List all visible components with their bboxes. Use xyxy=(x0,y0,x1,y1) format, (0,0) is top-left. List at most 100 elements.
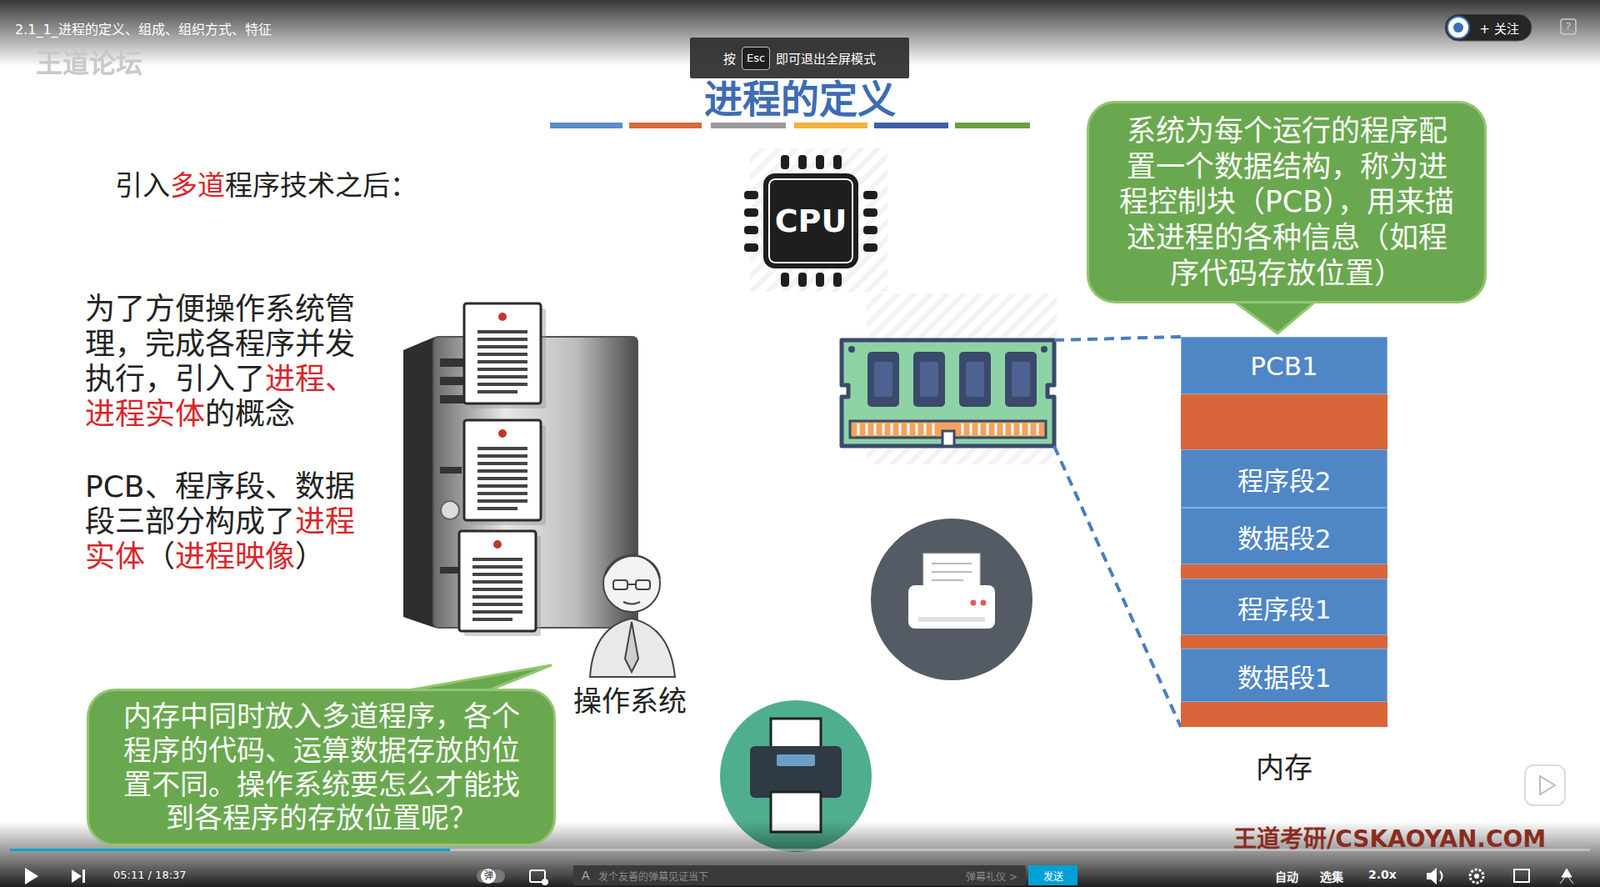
memory-block: 数据段2 xyxy=(1180,507,1388,565)
callout-text: 内存中同时放入多道程序，各个程序的代码、运算数据存放的位置不同。操作系统要怎么才… xyxy=(116,699,526,835)
follow-button: + 关注 xyxy=(1471,14,1527,41)
cpu-pins xyxy=(744,243,759,252)
printer-icon-gray xyxy=(970,600,977,606)
control-label-group: 自动 xyxy=(1275,867,1299,885)
callout-tail xyxy=(1230,298,1320,334)
ram-module xyxy=(1040,345,1048,353)
memory-zoom-lines xyxy=(1054,336,1181,340)
title-color-bars xyxy=(955,122,1030,129)
ram-module xyxy=(1005,351,1037,407)
ram-module xyxy=(942,430,955,446)
os-person-sketch xyxy=(590,555,675,677)
watermark-group: 王道论坛 xyxy=(35,41,143,80)
title-block: 进程的定义 xyxy=(591,80,1009,119)
cpu-pins xyxy=(798,155,807,170)
cpu-chip: CPU xyxy=(763,173,859,269)
player-controls xyxy=(1474,873,1480,879)
ram-module xyxy=(874,361,893,397)
title-color-bars xyxy=(710,122,786,129)
printer-icon-gray xyxy=(923,553,980,590)
player-controls xyxy=(1426,867,1437,885)
input-link: 弹幕礼仪 > xyxy=(965,868,1018,883)
os-person-sketch xyxy=(635,580,650,590)
watermark-group: 王道考研/CSKAOYAN.COM xyxy=(1233,820,1546,854)
hint-text: 按 xyxy=(723,49,736,67)
cpu-pins xyxy=(815,272,825,287)
cpu-pins xyxy=(863,208,878,217)
figure-caption-group: 操作系统 xyxy=(571,678,689,720)
hatch-decoration xyxy=(750,148,888,292)
ram-module xyxy=(841,340,1055,446)
player-top-shade xyxy=(0,0,1600,67)
cpu-pins xyxy=(744,155,878,287)
cpu-pins xyxy=(780,272,790,287)
block-label: 数据段2 xyxy=(1237,517,1332,555)
danmaku-input: A发个友善的弹幕见证当下弹幕礼仪 > xyxy=(573,865,1026,885)
memory-heading: 内存 xyxy=(1180,745,1388,786)
printer-icon-green xyxy=(776,754,815,766)
help-icon-group: ? xyxy=(1560,19,1576,35)
server-tower xyxy=(403,303,638,636)
body-text: 进程映像 xyxy=(175,539,295,574)
memory-block: 数据段1 xyxy=(1180,648,1388,702)
button-label: + 关注 xyxy=(1479,19,1519,37)
os-person-sketch xyxy=(625,621,639,672)
ram-module xyxy=(920,361,939,397)
ram-module xyxy=(965,361,985,397)
player-top-icons xyxy=(1453,22,1464,33)
fullscreen-hint: 按即可退出全屏模式Esc xyxy=(690,37,910,79)
body-text-group: 为了方便操作系统管理，完成各程序并发执行，引入了进程、进程实体的概念 xyxy=(85,291,369,432)
intro-text-group: 引入多道程序技术之后： xyxy=(115,163,418,204)
title-color-bars xyxy=(550,122,1030,129)
intro-text: 多道 xyxy=(170,169,225,202)
body-text: ） xyxy=(295,539,325,574)
player-controls xyxy=(71,869,85,883)
watermark: 王道考研/CSKAOYAN.COM xyxy=(1233,825,1546,853)
block-label: 数据段1 xyxy=(1237,656,1332,695)
slide-title: 进程的定义 xyxy=(591,80,1009,119)
memory-block: 程序段2 xyxy=(1180,449,1388,508)
memory-block: PCB1 xyxy=(1180,336,1388,395)
player-controls xyxy=(10,848,450,851)
os-person-sketch xyxy=(613,580,628,590)
hatch-decoration xyxy=(750,148,1057,465)
input-placeholder: 发个友善的弹幕见证当下 xyxy=(598,868,709,883)
block-label: 程序段2 xyxy=(1237,460,1332,498)
toggle-glyph-group: 弹 xyxy=(480,870,496,882)
floating-play-icon xyxy=(1540,775,1555,795)
ram-module xyxy=(913,351,945,407)
body-text: （ xyxy=(145,539,175,574)
player-controls xyxy=(1514,869,1530,882)
cpu-pins xyxy=(815,155,825,170)
server-tower xyxy=(459,530,541,636)
speech-callout: 系统为每个运行的程序配置一个数据结构，称为进程控制块（PCB），用来描述进程的各… xyxy=(1086,100,1487,304)
time-display: 05:11 / 18:37 xyxy=(113,868,187,881)
ram-module xyxy=(1011,361,1030,397)
control-label-group: 选集 xyxy=(1320,867,1344,885)
block-label: PCB1 xyxy=(1250,350,1318,381)
server-tower xyxy=(464,420,546,525)
ram-module xyxy=(959,351,991,407)
player-controls xyxy=(480,868,496,884)
printer-icon-gray xyxy=(918,616,985,622)
speech-callout: 内存中同时放入多道程序，各个程序的代码、运算数据存放的位置不同。操作系统要怎么才… xyxy=(86,688,556,846)
cpu-pins xyxy=(833,272,842,287)
cpu-pins xyxy=(744,190,759,200)
control-label: 选集 xyxy=(1320,870,1344,884)
player-controls xyxy=(1440,870,1443,881)
memory-zoom-lines xyxy=(1054,336,1181,727)
player-top-icons xyxy=(1447,16,1470,39)
send-button: 发送 xyxy=(1028,865,1078,885)
ram-module xyxy=(867,351,900,407)
os-person-sketch xyxy=(590,618,675,677)
help-icon: ? xyxy=(1565,20,1572,33)
body-text: 的概念 xyxy=(205,396,295,431)
player-controls xyxy=(1470,869,1484,883)
cpu-pins xyxy=(744,208,759,217)
title-color-bars xyxy=(629,122,702,129)
printer-icon-green xyxy=(750,745,842,798)
os-person-sketch xyxy=(623,601,640,605)
cpu-pins xyxy=(780,155,790,170)
